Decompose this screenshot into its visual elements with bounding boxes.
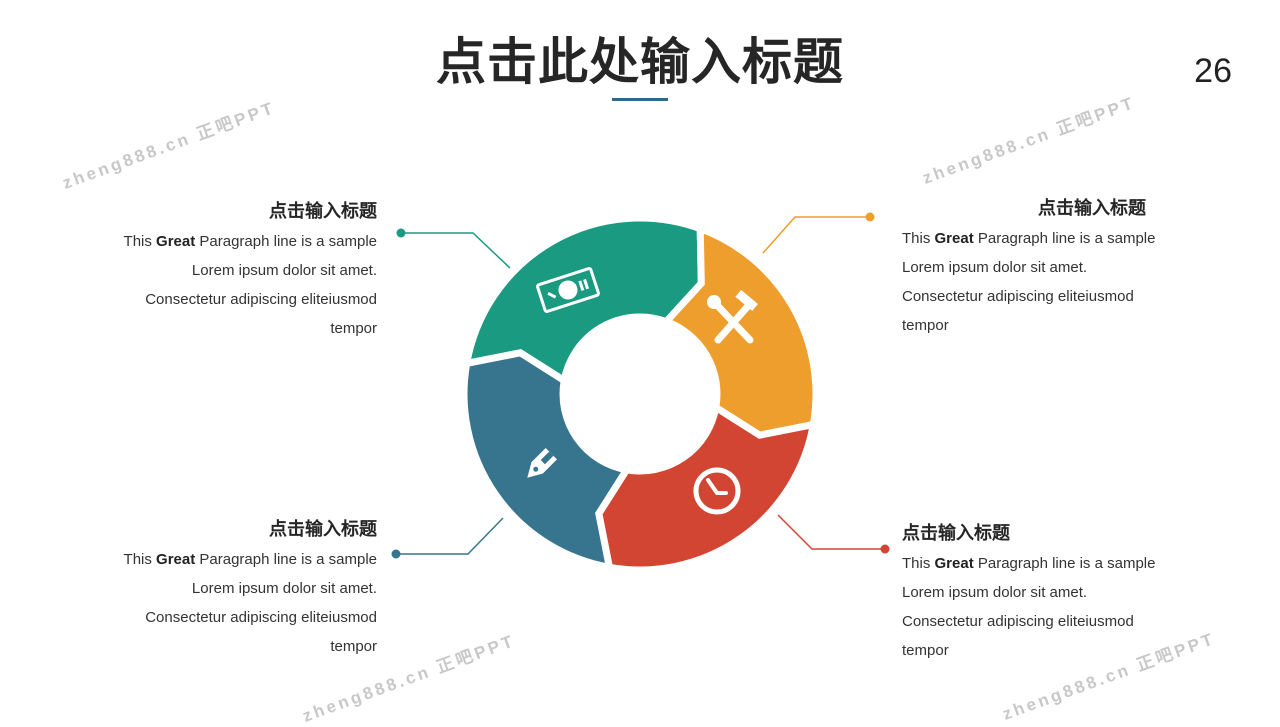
- connector-top-left: [401, 232, 511, 269]
- page-number: 26: [1194, 52, 1232, 90]
- info-block-bottom-left: 点击输入标题 This Great Paragraph line is a sa…: [77, 517, 377, 661]
- connector-dot-top-right: [865, 212, 875, 222]
- bold-text: Great: [934, 230, 974, 247]
- text: Lorem ipsum dolor sit amet.: [191, 262, 377, 279]
- pen-icon: [527, 448, 557, 478]
- text: tempor: [330, 638, 377, 655]
- info-block-bottom-right: 点击输入标题 This Great Paragraph line is a sa…: [902, 521, 1202, 665]
- clock-icon: [693, 467, 741, 515]
- title-underline: [612, 98, 668, 101]
- connector-bottom-right: [777, 514, 885, 550]
- bold-text: Great: [934, 555, 974, 572]
- info-block-top-right: 点击输入标题 This Great Paragraph line is a sa…: [902, 196, 1202, 340]
- bold-text: Great: [156, 233, 196, 250]
- text: Paragraph line is a sample: [973, 555, 1156, 572]
- text: Consectetur adipiscing eliteiusmod: [145, 291, 377, 308]
- money-icon: [536, 267, 600, 313]
- connector-dot-top-left: [396, 228, 406, 238]
- connector-dot-bottom-right: [880, 544, 890, 554]
- connector-dot-bottom-left: [391, 549, 401, 559]
- text: Lorem ipsum dolor sit amet.: [902, 584, 1088, 601]
- slide-title[interactable]: 点击此处输入标题: [436, 33, 844, 91]
- text: Paragraph line is a sample: [195, 551, 377, 568]
- block-title[interactable]: 点击输入标题: [902, 523, 1010, 544]
- text: Consectetur adipiscing eliteiusmod: [902, 288, 1134, 305]
- text: Paragraph line is a sample: [973, 230, 1156, 247]
- text: Consectetur adipiscing eliteiusmod: [902, 613, 1134, 630]
- connector-bottom-left: [396, 517, 504, 555]
- text: Paragraph line is a sample: [195, 233, 377, 250]
- block-title[interactable]: 点击输入标题: [269, 201, 377, 222]
- text: tempor: [330, 320, 377, 337]
- bold-text: Great: [156, 551, 196, 568]
- block-title[interactable]: 点击输入标题: [269, 519, 377, 540]
- text: This: [902, 555, 935, 572]
- text: This: [123, 551, 157, 568]
- segment-bottom-right[interactable]: [595, 401, 818, 574]
- tools-icon: [707, 289, 758, 344]
- info-block-top-left: 点击输入标题 This Great Paragraph line is a sa…: [77, 199, 377, 343]
- text: This: [123, 233, 157, 250]
- connector-top-right: [762, 216, 870, 254]
- text: Lorem ipsum dolor sit amet.: [902, 259, 1088, 276]
- text: tempor: [902, 642, 949, 659]
- text: This: [902, 230, 935, 247]
- text: Consectetur adipiscing eliteiusmod: [145, 609, 377, 626]
- text: Lorem ipsum dolor sit amet.: [191, 580, 377, 597]
- text: tempor: [902, 317, 949, 334]
- block-title[interactable]: 点击输入标题: [1038, 198, 1146, 219]
